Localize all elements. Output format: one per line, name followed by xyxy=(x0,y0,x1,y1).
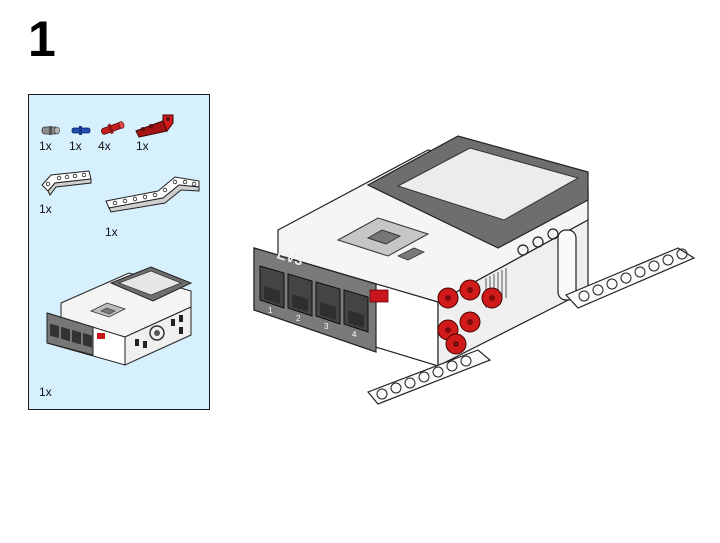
brick-center-button xyxy=(366,229,402,245)
part-quantity: 4x xyxy=(98,139,111,153)
output-port-3: 3 xyxy=(315,281,341,331)
white-bent-beam-long xyxy=(564,247,696,309)
part-quantity: 1x xyxy=(39,385,52,399)
white-bent-beam-long-part xyxy=(105,176,200,213)
part-quantity: 1x xyxy=(39,202,52,216)
part-quantity: 1x xyxy=(39,139,52,153)
assembly-illustration: EV3 1 2 3 4 xyxy=(253,135,696,405)
side-pin-hole xyxy=(547,228,559,240)
side-pin-hole xyxy=(532,236,544,248)
brick-logo: EV3 xyxy=(275,246,305,269)
side-pin-hole xyxy=(517,244,529,256)
port-label: 2 xyxy=(296,314,301,323)
step-number: 1 xyxy=(28,11,56,67)
white-bent-beam-bottom xyxy=(367,349,492,405)
brick-screen xyxy=(396,147,580,221)
grey-connector-part xyxy=(41,126,60,135)
output-port-2: 2 xyxy=(287,273,313,323)
port-label: 4 xyxy=(352,330,357,339)
ev3-brick-small-part xyxy=(46,266,193,366)
port-label: 3 xyxy=(324,322,329,331)
red-angled-beam-part xyxy=(135,114,174,138)
parts-list-panel: 1x 1x 4x 1x 1x xyxy=(28,94,210,410)
output-port-4: 4 xyxy=(343,289,369,339)
brand-tag xyxy=(369,289,389,303)
part-quantity: 1x xyxy=(69,139,82,153)
white-bent-beam-small-part xyxy=(41,170,92,196)
part-quantity: 1x xyxy=(105,225,118,239)
red-axle-pins xyxy=(437,279,503,355)
output-port-1: 1 xyxy=(259,265,285,315)
port-label: 1 xyxy=(268,306,273,315)
blue-axle-pin-part xyxy=(71,126,91,135)
brick-back-button xyxy=(397,247,425,261)
side-vertical-beam xyxy=(557,229,577,301)
part-quantity: 1x xyxy=(136,139,149,153)
red-axle-pin-part xyxy=(101,121,125,135)
